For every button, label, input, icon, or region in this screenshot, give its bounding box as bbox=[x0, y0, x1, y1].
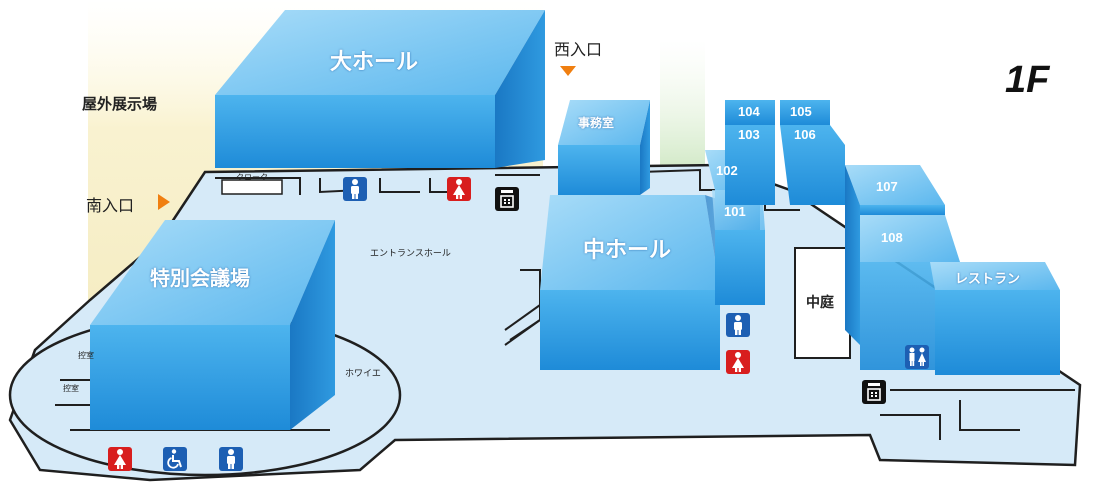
female-restroom-icon[interactable] bbox=[726, 350, 750, 374]
cloak-label: クローク bbox=[236, 173, 268, 182]
room-102-number: 102 bbox=[716, 163, 738, 178]
room-103-block[interactable] bbox=[725, 125, 775, 205]
room-106-number: 106 bbox=[794, 127, 816, 142]
room-108-block[interactable] bbox=[860, 215, 960, 370]
room-106-block[interactable] bbox=[780, 125, 845, 205]
west-entrance-arrow bbox=[560, 66, 576, 76]
foyer-label: ホワイエ bbox=[345, 369, 381, 379]
courtyard-label: 中庭 bbox=[806, 295, 834, 311]
floor-label: 1F bbox=[1005, 59, 1051, 101]
restaurant-label: レストラン bbox=[955, 272, 1021, 287]
unisex-restroom-icon[interactable] bbox=[905, 345, 929, 369]
room-104-number: 104 bbox=[738, 104, 760, 119]
male-restroom-icon[interactable] bbox=[343, 177, 367, 201]
female-restroom-icon[interactable] bbox=[447, 177, 471, 201]
outdoor-label: 屋外展示場 bbox=[82, 95, 158, 113]
control-room-1-label: 控室 bbox=[78, 351, 94, 360]
control-room-2-label: 控室 bbox=[63, 384, 79, 393]
big-hall-label: 大ホール bbox=[330, 50, 419, 75]
restaurant-block[interactable] bbox=[930, 262, 1060, 375]
room-105-number: 105 bbox=[790, 104, 812, 119]
office-label: 事務室 bbox=[578, 116, 615, 130]
middle-hall-block[interactable] bbox=[540, 195, 730, 370]
courtyard-frame bbox=[794, 247, 851, 359]
public-phone-icon[interactable] bbox=[495, 187, 519, 211]
south-entrance-label: 南入口 bbox=[86, 196, 135, 215]
room-107-number: 107 bbox=[876, 179, 898, 194]
south-entrance-arrow bbox=[158, 194, 170, 210]
special-conference-label: 特別会議場 bbox=[150, 266, 250, 290]
office-block[interactable] bbox=[558, 100, 650, 195]
room-108-number: 108 bbox=[881, 230, 903, 245]
female-restroom-icon[interactable] bbox=[108, 447, 132, 471]
room-104-block[interactable] bbox=[725, 100, 775, 125]
male-restroom-icon[interactable] bbox=[219, 447, 243, 471]
cloak-counter bbox=[221, 179, 283, 195]
public-phone-icon[interactable] bbox=[862, 380, 886, 404]
special-conference-block[interactable] bbox=[90, 220, 335, 430]
west-entrance-label: 西入口 bbox=[554, 40, 603, 59]
room-107-block[interactable] bbox=[845, 165, 945, 345]
accessible-restroom-icon[interactable] bbox=[163, 447, 187, 471]
room-103-number: 103 bbox=[738, 127, 760, 142]
room-105-block[interactable] bbox=[780, 100, 830, 125]
west-light bbox=[660, 40, 705, 180]
middle-hall-label: 中ホール bbox=[583, 238, 672, 263]
male-restroom-icon[interactable] bbox=[726, 313, 750, 337]
big-hall-block[interactable] bbox=[215, 10, 545, 168]
entrance-hall-label: エントランスホール bbox=[370, 249, 451, 259]
room-101-number: 101 bbox=[724, 204, 746, 219]
